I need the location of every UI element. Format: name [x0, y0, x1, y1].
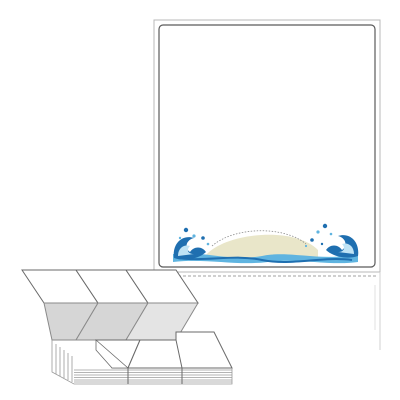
droplet [192, 234, 196, 238]
droplet [310, 238, 314, 242]
droplet [178, 236, 182, 240]
left-wave-light [178, 245, 194, 256]
label-body [158, 24, 376, 268]
fanfold-top-panel [21, 269, 199, 304]
droplet [206, 242, 210, 246]
fanfold-middle-panel [43, 302, 199, 341]
droplet [322, 223, 328, 229]
fanfold-label [175, 331, 233, 369]
droplet [320, 242, 324, 246]
droplet [316, 230, 320, 234]
sand-mound [205, 234, 318, 258]
fanfold-label [95, 339, 130, 369]
fanfold-stack-dividers [127, 368, 183, 384]
droplet [304, 244, 308, 248]
fanfold-stack-edges [51, 340, 233, 385]
droplet [183, 227, 189, 233]
right-wave-light [338, 243, 354, 254]
wave-artwork [173, 223, 359, 264]
dotted-arc [211, 230, 307, 247]
fanfold-bottom-panel [95, 331, 233, 369]
droplet [201, 236, 205, 240]
water-band-dark [177, 256, 353, 263]
droplet [329, 232, 333, 236]
